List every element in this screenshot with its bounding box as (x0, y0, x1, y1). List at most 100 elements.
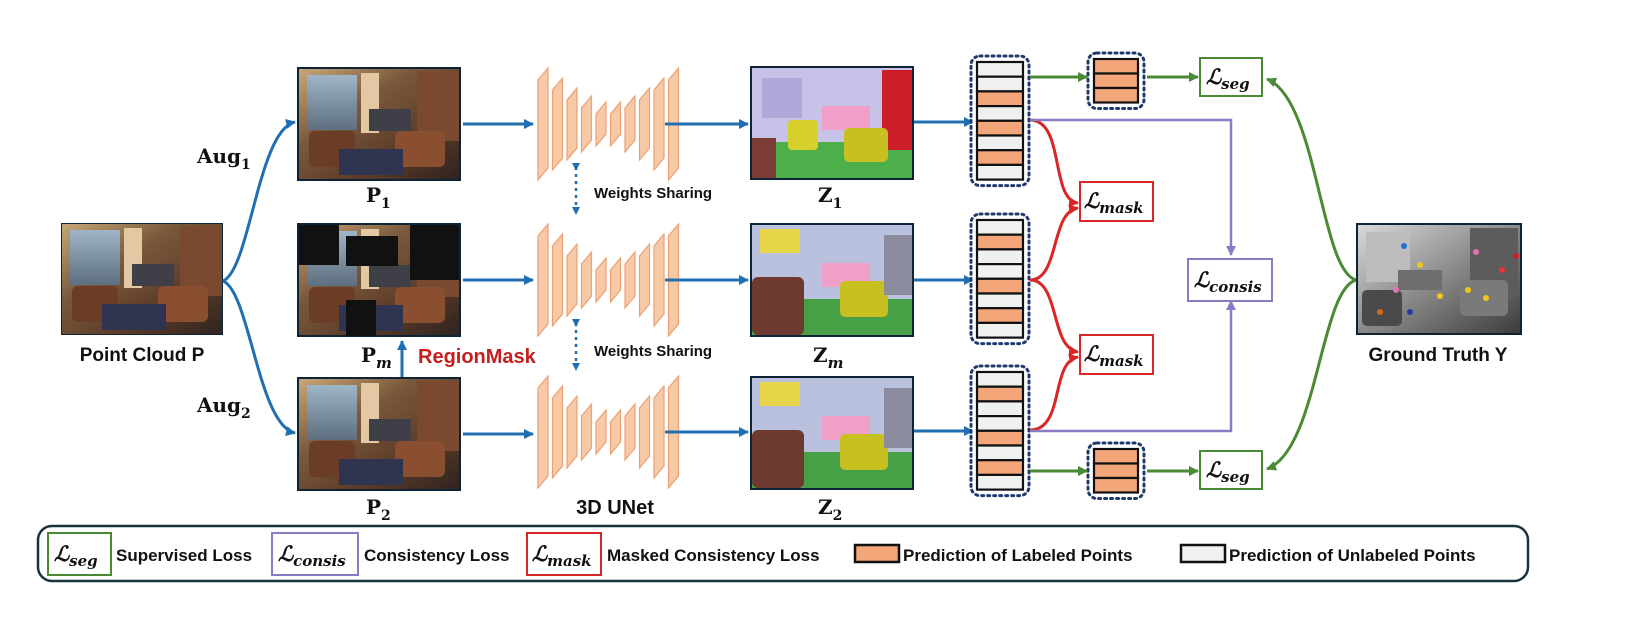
unet-label: 3D UNet (576, 497, 654, 519)
unlabeled-point-cell (975, 75, 1025, 93)
legend-labeled-text: Prediction of Labeled Points (903, 546, 1133, 565)
z1-label: Z1 (818, 183, 842, 212)
unet-layer (551, 232, 564, 328)
unet-layer (551, 384, 564, 480)
labeled-point-cell (1092, 476, 1140, 494)
z2-image (750, 376, 914, 490)
z2-label: Z2 (818, 495, 842, 524)
unet-layer (595, 100, 607, 148)
legend-consis-box (271, 532, 359, 576)
unet-layer (609, 256, 622, 304)
unet-layer (609, 100, 622, 148)
weights-sharing-label-top: Weights Sharing (594, 185, 712, 202)
unet-layer (566, 394, 578, 470)
labeled-point-cell (975, 233, 1025, 251)
zm-label: Zm (813, 343, 843, 372)
unlabeled-point-cell (975, 218, 1025, 236)
labeled-point-cell (975, 429, 1025, 447)
unet-layer (595, 256, 607, 304)
unet-layer (537, 374, 549, 490)
mask-arrow-bottom-b (1029, 353, 1079, 432)
unet-layer (653, 384, 665, 480)
svg-text:ℒseg: ℒseg (1206, 64, 1250, 93)
unlabeled-point-cell (975, 248, 1025, 266)
labeled-point-cell (975, 90, 1025, 108)
mask-arrow-top-b (1029, 204, 1079, 282)
labeled-point-cell (1092, 57, 1140, 75)
svg-text:ℒseg: ℒseg (1206, 457, 1250, 486)
input-point-cloud-image (61, 223, 223, 335)
mask-loss-bottom: ℒmask (1079, 334, 1154, 375)
labeled-point-cell (975, 119, 1025, 137)
svg-text:ℒconsis: ℒconsis (278, 541, 346, 570)
svg-text:ℒmask: ℒmask (1084, 188, 1144, 217)
consis-loss: ℒconsis (1187, 258, 1273, 302)
z1-image (750, 66, 914, 180)
unet-layer (566, 86, 578, 162)
unlabeled-point-cell (975, 163, 1025, 181)
unlabeled-point-cell (975, 263, 1025, 280)
unet-layer (566, 242, 578, 318)
labeled-point-cell (975, 459, 1025, 477)
unet-bottom (537, 374, 680, 490)
unet-layer (638, 86, 651, 162)
legend-unlabeled-swatch (1179, 543, 1227, 564)
unet-layer (624, 94, 636, 154)
weights-sharing-label-bottom: Weights Sharing (594, 343, 712, 360)
ground-truth-image (1356, 223, 1522, 335)
unet-layer (580, 94, 593, 154)
ground-truth-label: Ground Truth Y (1369, 345, 1508, 366)
labeled-point-cell (975, 385, 1025, 403)
labeled-point-cell (1092, 462, 1140, 480)
unet-layer (653, 232, 665, 328)
legend: ℒseg Supervised Loss ℒconsis Consistency… (36, 524, 1530, 583)
aug1-label: Aug1 (196, 144, 251, 173)
unlabeled-point-cell (975, 400, 1025, 418)
unet-layer (595, 408, 607, 456)
labeled-point-cell (975, 307, 1025, 325)
unlabeled-point-cell (975, 444, 1025, 462)
unet-layer (551, 76, 564, 172)
unlabeled-point-cell (975, 292, 1025, 310)
unet-layer (580, 402, 593, 462)
unet-layer (537, 66, 549, 182)
unet-top (537, 66, 680, 182)
unlabeled-point-cell (975, 370, 1025, 388)
mask-arrow-bottom-a (1029, 278, 1079, 356)
seg-loss-bottom: ℒseg (1199, 450, 1263, 490)
svg-text:ℒmask: ℒmask (1084, 341, 1144, 370)
unlabeled-point-cell (975, 415, 1025, 432)
labeled-prediction-stack-top (1086, 51, 1146, 110)
p2-label: P2 (366, 495, 391, 524)
unet-middle (537, 222, 680, 338)
labeled-point-cell (1092, 447, 1140, 465)
unet-layer (580, 250, 593, 310)
legend-seg-text: Supervised Loss (116, 546, 252, 565)
gt-to-seg-top-arrow (1266, 77, 1357, 282)
unet-layer (609, 408, 622, 456)
labeled-point-cell (975, 277, 1025, 295)
zm-image (750, 223, 914, 337)
p2-image (297, 377, 461, 491)
unet-layer (653, 76, 665, 172)
unlabeled-point-cell (975, 134, 1025, 152)
mask-loss-top: ℒmask (1079, 181, 1154, 222)
svg-text:ℒseg: ℒseg (54, 541, 98, 570)
labeled-prediction-stack-bottom (1086, 441, 1146, 500)
labeled-point-cell (1092, 72, 1140, 90)
aug1-arrow (222, 119, 296, 283)
unlabeled-point-cell (975, 104, 1025, 122)
unet-layer (638, 394, 651, 470)
legend-mask-box (526, 532, 602, 576)
svg-text:ℒconsis: ℒconsis (1194, 267, 1262, 296)
input-label: Point Cloud P (80, 345, 205, 366)
gt-to-seg-bottom-arrow (1266, 278, 1357, 471)
consis-arrow-bottom (1030, 300, 1236, 433)
legend-unlabeled-text: Prediction of Unlabeled Points (1229, 546, 1476, 565)
legend-labeled-swatch (853, 543, 901, 564)
unet-layer (624, 250, 636, 310)
unlabeled-point-cell (975, 473, 1025, 491)
seg-loss-top: ℒseg (1199, 57, 1263, 97)
svg-text:ℒmask: ℒmask (532, 541, 592, 570)
